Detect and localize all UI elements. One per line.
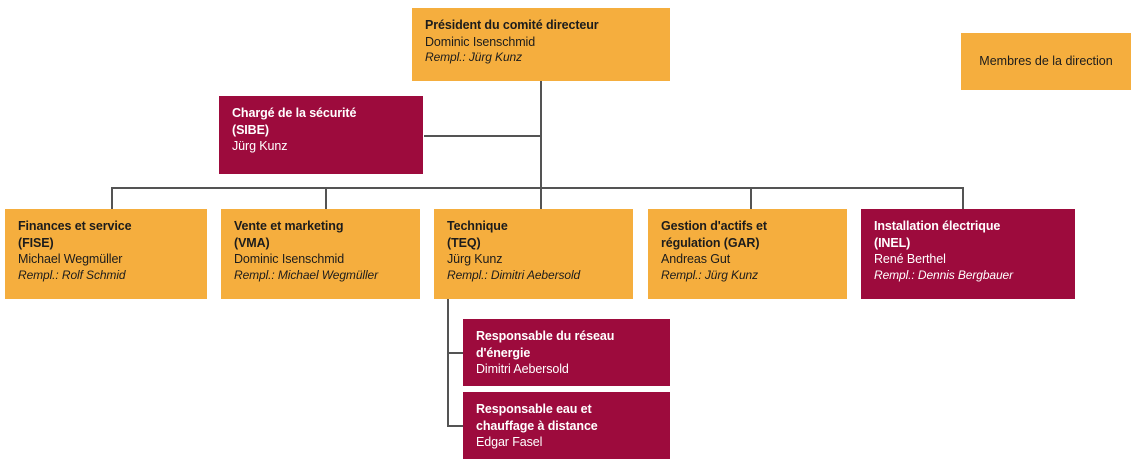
connector-drop-dept-5 <box>962 187 964 210</box>
node-department-vma[interactable]: Vente et marketing (VMA) Dominic Isensch… <box>221 209 420 299</box>
node-department-teq-title: Technique (TEQ) <box>447 219 508 250</box>
node-department-gar[interactable]: Gestion d'actifs et régulation (GAR) And… <box>648 209 847 299</box>
node-department-fise-person: Michael Wegmüller <box>18 252 123 266</box>
node-staff-sibe[interactable]: Chargé de la sécurité (SIBE) Jürg Kunz <box>219 96 423 174</box>
connector-technique-subtrunk <box>447 299 449 426</box>
node-department-inel-title: Installation électrique (INEL) <box>874 219 1001 250</box>
node-department-gar-person: Andreas Gut <box>661 252 731 266</box>
node-department-vma-person: Dominic Isenschmid <box>234 252 345 266</box>
node-subunit-eau-chauffage-title: Responsable eau et chauffage à distance <box>476 402 598 433</box>
node-department-vma-title: Vente et marketing (VMA) <box>234 219 344 250</box>
node-department-fise-deputy: Rempl.: Rolf Schmid <box>18 267 126 282</box>
node-department-fise-title: Finances et service (FISE) <box>18 219 132 250</box>
node-president[interactable]: Président du comité directeur Dominic Is… <box>412 8 670 81</box>
node-subunit-reseau-energie[interactable]: Responsable du réseau d'énergie Dimitri … <box>463 319 670 386</box>
connector-department-bus <box>111 187 963 189</box>
node-department-teq[interactable]: Technique (TEQ) Jürg Kunz Rempl.: Dimitr… <box>434 209 633 299</box>
node-department-inel[interactable]: Installation électrique (INEL) René Bert… <box>861 209 1075 299</box>
node-department-inel-person: René Berthel <box>874 252 946 266</box>
node-department-teq-person: Jürg Kunz <box>447 252 503 266</box>
connector-subunit-stub-2 <box>447 425 463 427</box>
node-subunit-reseau-energie-person: Dimitri Aebersold <box>476 362 569 376</box>
node-department-inel-deputy: Rempl.: Dennis Bergbauer <box>874 267 1014 282</box>
legend-label: Membres de la direction <box>979 54 1113 69</box>
connector-drop-dept-4 <box>750 187 752 210</box>
node-president-person: Dominic Isenschmid <box>425 34 536 49</box>
legend-box-direction-members: Membres de la direction <box>961 33 1131 90</box>
connector-subunit-stub-1 <box>447 352 463 354</box>
connector-drop-dept-1 <box>111 187 113 210</box>
connector-drop-dept-3 <box>540 187 542 210</box>
node-subunit-eau-chauffage[interactable]: Responsable eau et chauffage à distance … <box>463 392 670 459</box>
node-staff-sibe-person: Jürg Kunz <box>232 139 288 153</box>
node-department-teq-deputy: Rempl.: Dimitri Aebersold <box>447 267 581 282</box>
node-department-gar-deputy: Rempl.: Jürg Kunz <box>661 267 759 282</box>
connector-staff-stub <box>424 135 541 137</box>
node-department-gar-title: Gestion d'actifs et régulation (GAR) <box>661 219 767 250</box>
node-subunit-reseau-energie-title: Responsable du réseau d'énergie <box>476 329 615 360</box>
connector-president-trunk <box>540 81 542 188</box>
node-president-deputy: Rempl.: Jürg Kunz <box>425 50 523 64</box>
node-president-title: Président du comité directeur <box>425 18 599 32</box>
node-department-fise[interactable]: Finances et service (FISE) Michael Wegmü… <box>5 209 207 299</box>
node-department-vma-deputy: Rempl.: Michael Wegmüller <box>234 267 378 282</box>
node-subunit-eau-chauffage-person: Edgar Fasel <box>476 435 543 449</box>
connector-drop-dept-2 <box>325 187 327 210</box>
node-staff-sibe-title: Chargé de la sécurité (SIBE) <box>232 106 357 137</box>
